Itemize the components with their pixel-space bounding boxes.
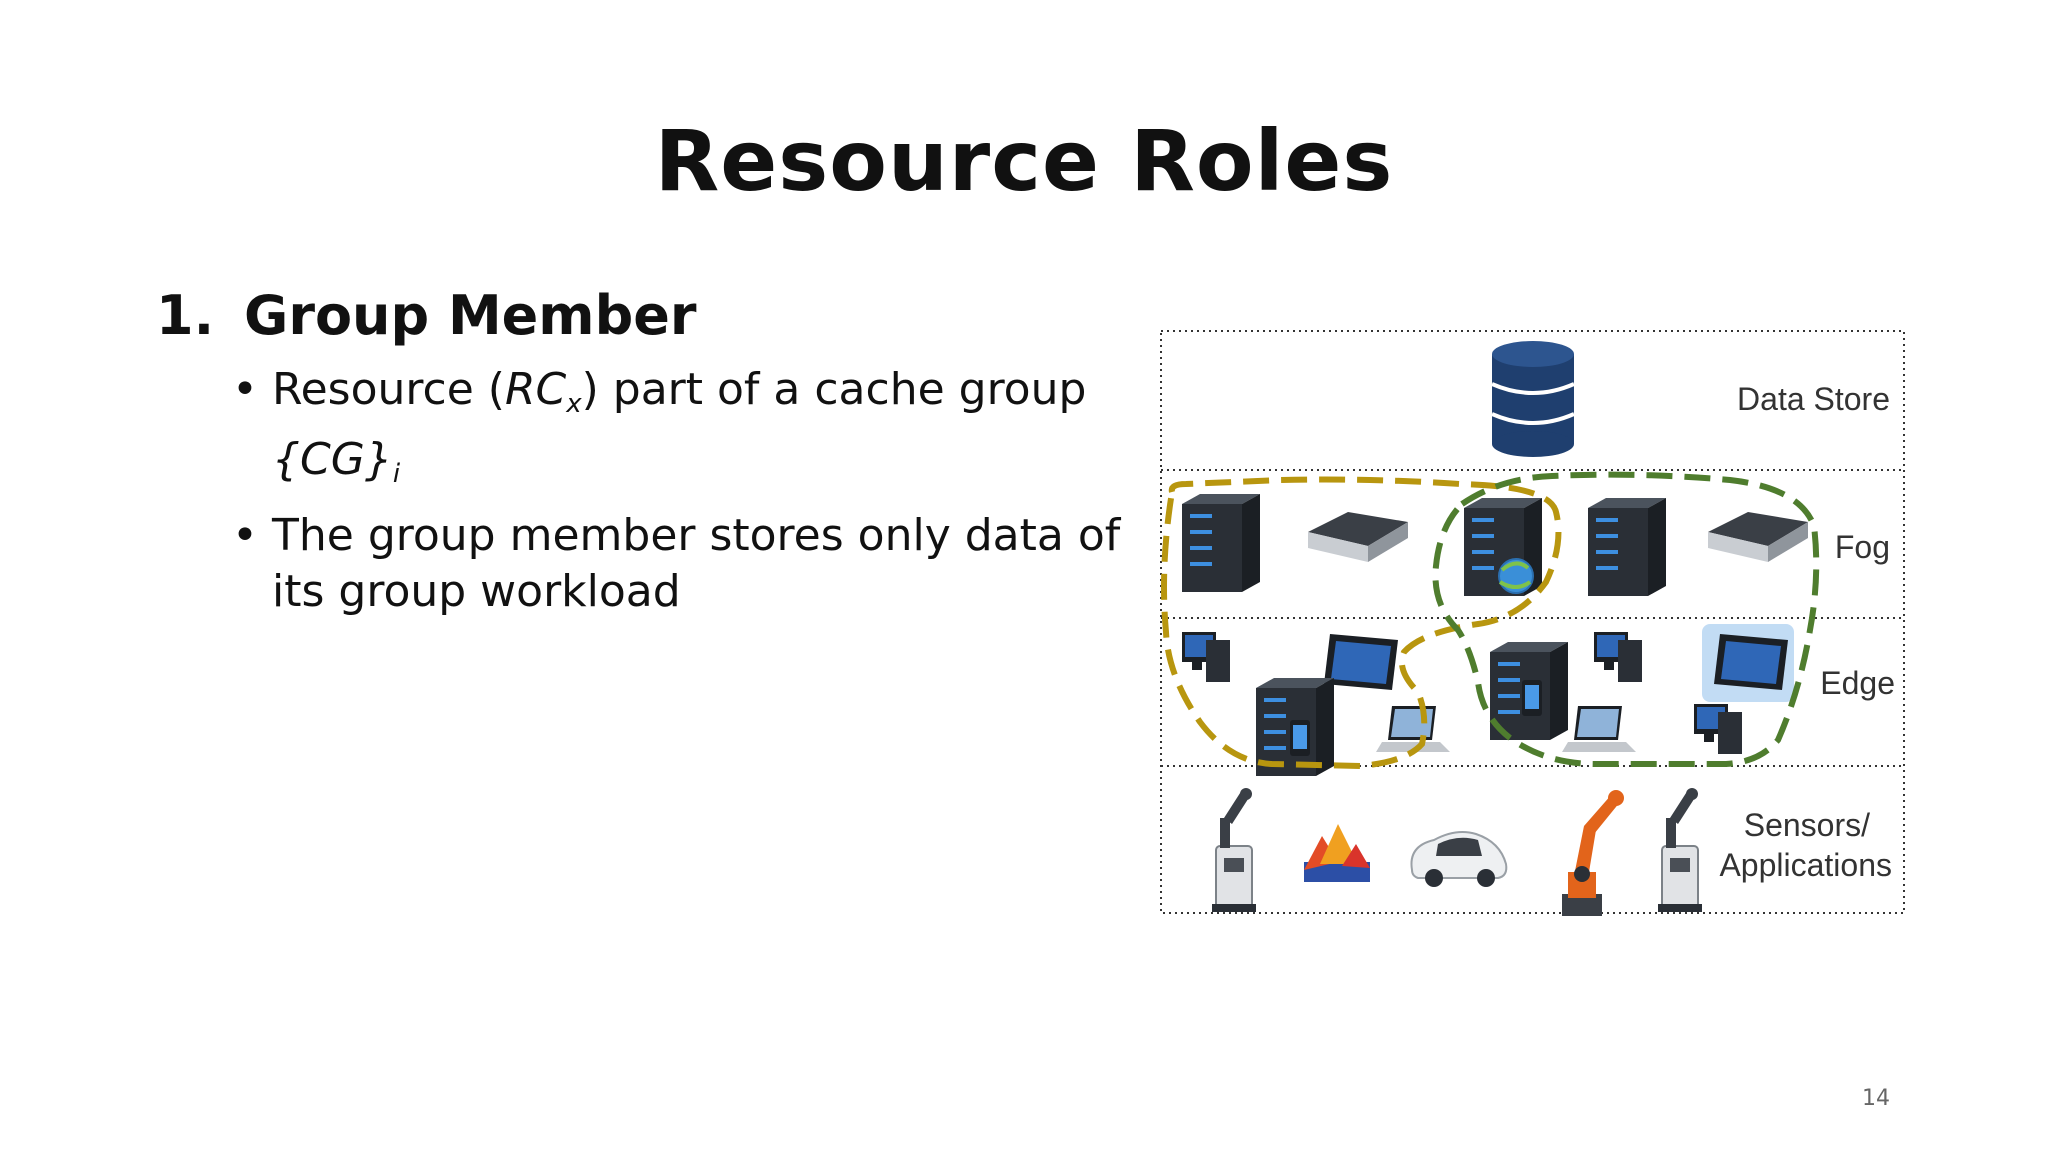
database-icon bbox=[1491, 341, 1575, 457]
bullet-text-mid: ) part of a cache group bbox=[581, 364, 1087, 415]
fog-devices bbox=[1182, 494, 1808, 596]
bullet-text-pre: Resource ( bbox=[272, 364, 505, 415]
section-label: Group Member bbox=[244, 284, 697, 347]
page-number: 14 bbox=[1862, 1086, 1890, 1111]
robot-arm-icon bbox=[1562, 790, 1624, 916]
monitor-icon bbox=[1594, 632, 1642, 682]
settop-box-icon bbox=[1708, 512, 1808, 562]
robot-arm-icon bbox=[1211, 787, 1257, 913]
bullet-item: Resource (RCx) part of a cache group {CG… bbox=[232, 362, 1132, 502]
mountain-logo-icon bbox=[1304, 824, 1370, 882]
group-outline-2 bbox=[1432, 471, 1820, 767]
tablet-icon bbox=[1324, 634, 1398, 690]
sensor-devices bbox=[1211, 787, 1703, 916]
laptop-icon bbox=[1562, 706, 1636, 752]
layer-label-edge: Edge bbox=[1820, 665, 1895, 701]
group-outline-1 bbox=[1161, 476, 1562, 770]
bullet-item: The group member stores only data of its… bbox=[232, 508, 1132, 620]
layer-label-data-store: Data Store bbox=[1737, 381, 1890, 417]
architecture-figure: Data Store Fog Edge Sensors/ Application… bbox=[1160, 330, 1910, 920]
self-driving-car-icon bbox=[1410, 831, 1508, 887]
monitor-icon bbox=[1694, 704, 1742, 754]
edge-devices bbox=[1182, 624, 1794, 776]
slide-title: Resource Roles bbox=[654, 112, 1394, 210]
section-heading: 1. Group Member bbox=[156, 284, 697, 347]
bullet-text: The group member stores only data of its… bbox=[272, 510, 1121, 617]
layer-label-fog: Fog bbox=[1835, 529, 1890, 565]
layer-borders bbox=[1160, 330, 1905, 914]
laptop-icon bbox=[1376, 706, 1450, 752]
settop-box-icon bbox=[1308, 512, 1408, 562]
architecture-diagram: Data Store Fog Edge Sensors/ Application… bbox=[1160, 330, 1905, 916]
bullet-list: Resource (RCx) part of a cache group {CG… bbox=[232, 362, 1132, 626]
math-cg-subscript: i bbox=[392, 459, 401, 489]
smartphone-icon bbox=[1522, 680, 1542, 716]
monitor-icon bbox=[1182, 632, 1230, 682]
smartphone-icon bbox=[1290, 720, 1310, 756]
math-rc: RC bbox=[504, 364, 567, 415]
section-number: 1. bbox=[156, 284, 215, 347]
layer-label-applications: Applications bbox=[1719, 847, 1892, 883]
server-icon bbox=[1182, 494, 1260, 592]
robot-arm-icon bbox=[1657, 787, 1703, 913]
layer-label-sensors: Sensors/ bbox=[1744, 807, 1870, 843]
math-rc-subscript: x bbox=[566, 389, 582, 419]
server-icon bbox=[1588, 498, 1666, 596]
tablet-icon bbox=[1714, 634, 1788, 690]
globe-icon bbox=[1498, 558, 1534, 594]
math-cg-set: {CG} bbox=[272, 434, 393, 485]
